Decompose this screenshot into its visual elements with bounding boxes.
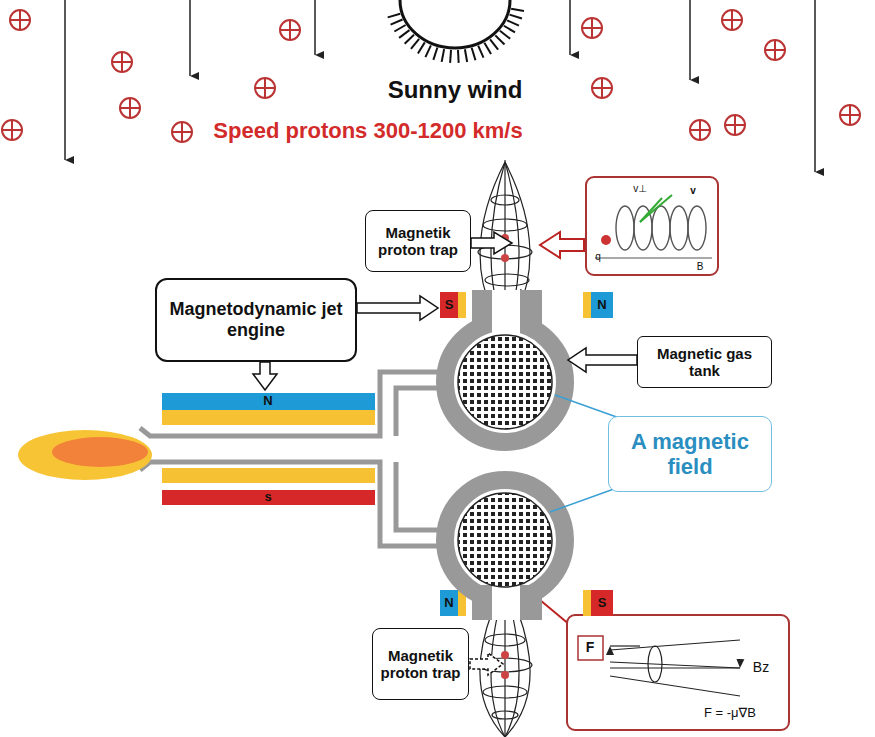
callout-box: Magnetik proton trap <box>372 628 469 700</box>
magnet-pole: S <box>598 596 607 610</box>
hollow-arrow <box>540 232 584 258</box>
field-label: Bz <box>753 660 769 675</box>
sun <box>388 0 524 63</box>
proton-trap <box>478 160 533 312</box>
magnet-pole: s <box>264 490 271 504</box>
charge-label: q <box>595 251 601 262</box>
callout-box: A magnetic field <box>608 416 772 492</box>
force-label: F <box>586 640 595 655</box>
box-label: Magnetik proton trap <box>372 224 464 259</box>
formula: F = -μ∇B <box>704 706 756 720</box>
pipe <box>140 372 445 546</box>
helix-inset <box>586 177 718 275</box>
vector-label: v⊥ <box>633 183 647 194</box>
box-label: Magnetic gas tank <box>644 345 765 380</box>
callout-box: Magnetic gas tank <box>637 336 772 388</box>
exhaust-flame <box>18 430 152 480</box>
magnet-pole: S <box>445 298 454 312</box>
wind-arrows <box>65 0 815 172</box>
magnet-pole: N <box>263 394 272 408</box>
callout-box: Magnetik proton trap <box>365 210 471 272</box>
vector-label: v <box>690 185 696 196</box>
gas-tank <box>445 290 565 620</box>
magnet-pole: N <box>597 298 606 312</box>
magnet-pole: N <box>444 596 453 610</box>
force-inset <box>540 600 789 730</box>
field-label: B <box>697 261 704 272</box>
box-label: A magnetic field <box>615 429 765 480</box>
speed-note: Speed protons 300-1200 km/s <box>213 119 522 143</box>
title-text: Sunny wind <box>388 77 523 103</box>
box-label: Magnetodynamic jet engine <box>163 299 349 340</box>
callout-box: Magnetodynamic jet engine <box>155 278 357 362</box>
proton-trap <box>478 612 532 737</box>
box-label: Magnetik proton trap <box>379 647 462 682</box>
